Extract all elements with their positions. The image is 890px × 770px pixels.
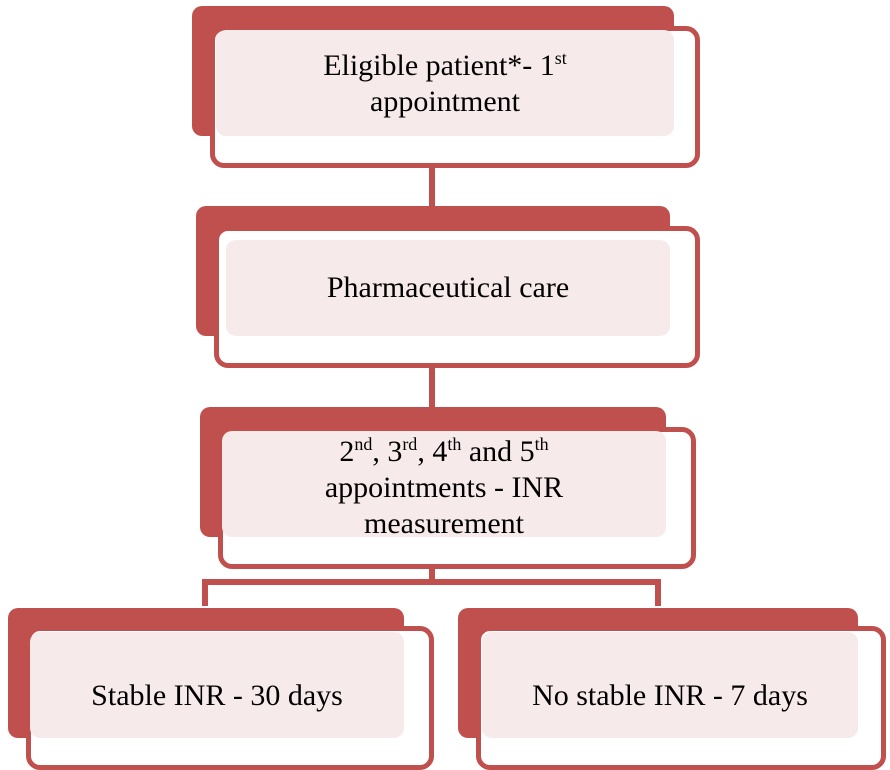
node-text-line: measurement bbox=[325, 506, 563, 542]
text-run: , 4 bbox=[417, 435, 448, 468]
node-text-line: No stable INR - 7 days bbox=[532, 678, 808, 714]
node-text: Stable INR - 30 days bbox=[91, 678, 343, 714]
connector-3-branch bbox=[202, 565, 435, 606]
node-fill bbox=[482, 632, 858, 738]
node-fill bbox=[226, 240, 670, 336]
node-text: No stable INR - 7 days bbox=[532, 678, 808, 714]
node-text-line: appointment bbox=[323, 84, 567, 120]
text-run: 2 bbox=[339, 435, 355, 468]
text-run: and 5 bbox=[461, 435, 535, 468]
node-label: No stable INR - 7 days bbox=[482, 632, 858, 760]
superscript: rd bbox=[402, 434, 418, 454]
text-run: Eligible patient*- 1 bbox=[323, 49, 555, 82]
node-text-line: Pharmaceutical care bbox=[327, 270, 569, 306]
node-fill bbox=[216, 30, 674, 136]
superscript: th bbox=[534, 434, 549, 454]
node-text-line: appointments - INR bbox=[325, 470, 563, 506]
node-text-line: 2nd, 3rd, 4th and 5th bbox=[325, 434, 563, 470]
node-text-line: Eligible patient*- 1st bbox=[323, 48, 567, 84]
node-text-line: Stable INR - 30 days bbox=[91, 678, 343, 714]
connector-3-branch-right bbox=[432, 579, 661, 606]
node-label: Pharmaceutical care bbox=[226, 240, 670, 336]
text-run: Pharmaceutical care bbox=[326, 271, 570, 304]
superscript: st bbox=[554, 48, 567, 68]
text-run: No stable INR - 7 days bbox=[532, 679, 808, 712]
node-fill bbox=[30, 632, 404, 738]
superscript: th bbox=[447, 434, 462, 454]
node-label: Stable INR - 30 days bbox=[30, 632, 404, 760]
text-run: appointment bbox=[370, 85, 520, 118]
node-text: Pharmaceutical care bbox=[327, 270, 569, 306]
text-run: appointments - INR bbox=[324, 471, 564, 504]
text-run: measurement bbox=[364, 507, 524, 540]
text-run: , 3 bbox=[372, 435, 403, 468]
node-fill bbox=[222, 431, 666, 537]
superscript: nd bbox=[354, 434, 373, 454]
text-run: Stable INR - 30 days bbox=[91, 679, 343, 712]
